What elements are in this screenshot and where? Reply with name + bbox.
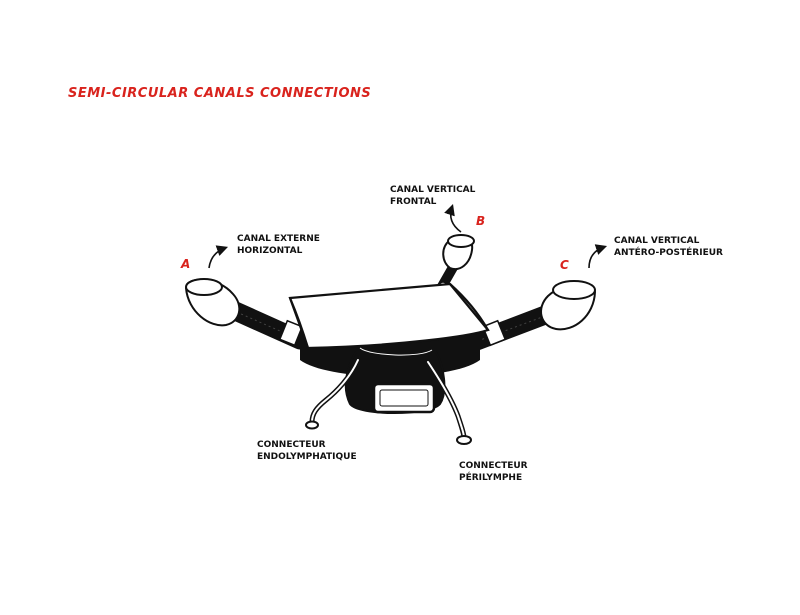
connector-endolymph-line2: ENDOLYMPHATIQUE [257, 452, 357, 462]
canal-c-label-line2: ANTÉRO-POSTÉRIEUR [614, 248, 723, 258]
canal-c-arrow [588, 244, 608, 269]
canal-a-label: CANAL EXTERNE HORIZONTAL [237, 233, 320, 257]
canal-b-letter: B [476, 214, 486, 228]
canal-a-tube [184, 278, 310, 350]
canal-b-label-line2: FRONTAL [390, 197, 437, 207]
canal-b-arrow [444, 203, 462, 233]
connector-perilymph-line1: CONNECTEUR [459, 461, 528, 471]
canal-c-label-line1: CANAL VERTICAL [614, 236, 700, 246]
canal-c-label: CANAL VERTICAL ANTÉRO-POSTÉRIEUR [614, 235, 723, 259]
canal-a-letter: A [181, 257, 191, 271]
connector-perilymph-line2: PÉRILYMPHE [459, 473, 523, 483]
diagram-title: SEMI-CIRCULAR CANALS CONNECTIONS [68, 86, 372, 101]
connector-endolymph-label: CONNECTEUR ENDOLYMPHATIQUE [257, 439, 357, 463]
hub-body [288, 282, 490, 414]
canal-a-arrow [208, 245, 229, 269]
connector-endolymph-line1: CONNECTEUR [257, 440, 326, 450]
canal-a-label-line1: CANAL EXTERNE [237, 234, 320, 244]
canal-b-label-line1: CANAL VERTICAL [390, 185, 476, 195]
canal-b-label: CANAL VERTICAL FRONTAL [390, 184, 475, 208]
connector-perilymph [425, 359, 472, 445]
canal-c-letter: C [560, 258, 569, 272]
connector-perilymph-label: CONNECTEUR PÉRILYMPHE [459, 460, 528, 484]
connector-endolymph [305, 357, 361, 430]
canal-b-tube [435, 234, 475, 295]
canal-a-label-line2: HORIZONTAL [237, 246, 303, 256]
